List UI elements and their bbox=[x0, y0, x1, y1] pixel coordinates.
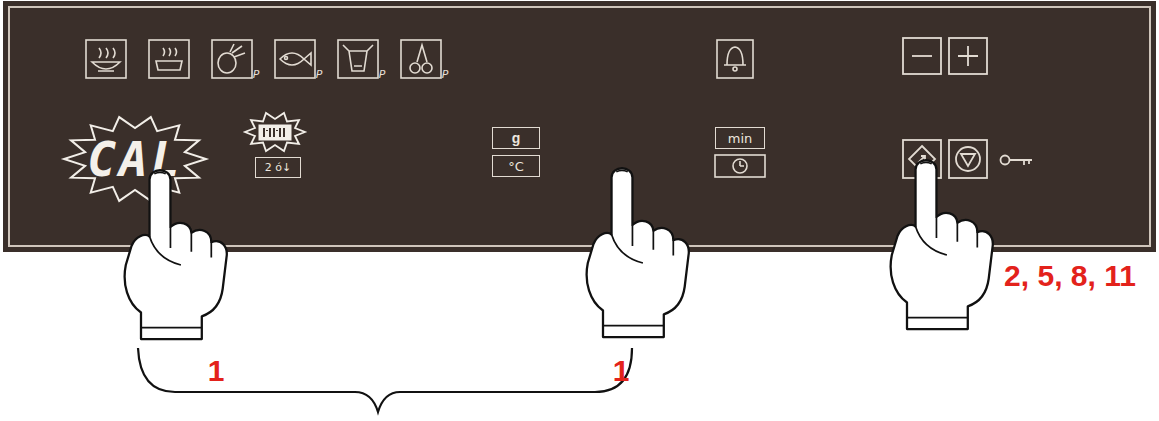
bakery-icon bbox=[401, 40, 441, 78]
clock-button bbox=[740, 161, 744, 166]
panel-face bbox=[3, 1, 1156, 252]
bakery-icon bbox=[410, 63, 420, 73]
display-segments bbox=[264, 128, 284, 137]
program-icon bbox=[86, 40, 441, 78]
timer-button bbox=[717, 40, 753, 78]
pointing-hand bbox=[125, 170, 227, 339]
soup-icon bbox=[86, 40, 126, 78]
key-symbol bbox=[1010, 160, 1032, 165]
unit-key: min bbox=[715, 127, 765, 149]
fish-icon bbox=[275, 40, 315, 78]
mini-display bbox=[259, 125, 291, 140]
program-marker: P bbox=[253, 68, 260, 81]
clock-button bbox=[715, 155, 765, 177]
start-stop-button bbox=[961, 154, 975, 166]
pointing-hand bbox=[587, 168, 689, 337]
node-text: 2 ó↓ bbox=[265, 161, 291, 174]
minus-plus-button bbox=[903, 38, 987, 74]
timer-button bbox=[733, 67, 737, 71]
panel-border bbox=[9, 7, 1150, 246]
key-symbol bbox=[1001, 156, 1010, 165]
minus-plus-button bbox=[958, 46, 978, 66]
meat-icon bbox=[338, 40, 378, 78]
pointing-hand bbox=[891, 160, 993, 329]
timer-button bbox=[717, 40, 753, 78]
unit-key: °C bbox=[492, 155, 540, 177]
unit-key: g bbox=[492, 127, 540, 149]
node-text: min bbox=[728, 131, 753, 146]
vegetable-icon bbox=[212, 40, 252, 78]
minus-plus-button bbox=[912, 55, 932, 57]
weight-key: 2 ó↓ bbox=[255, 157, 301, 178]
node-text: °C bbox=[508, 159, 524, 174]
steam-dish-icon bbox=[156, 48, 182, 70]
program-marker: P bbox=[316, 68, 323, 81]
program-marker: P bbox=[379, 68, 386, 81]
fish-icon bbox=[280, 53, 311, 65]
timer-button bbox=[724, 47, 746, 65]
bakery-icon bbox=[401, 40, 441, 78]
callout-number: 2, 5, 8, 11 bbox=[1004, 259, 1136, 293]
node-text: g bbox=[512, 130, 521, 146]
bakery-icon bbox=[417, 45, 427, 62]
steam-dish-icon bbox=[149, 40, 189, 78]
bakery-icon bbox=[422, 63, 432, 73]
minus-plus-button bbox=[949, 38, 987, 74]
meat-icon bbox=[343, 45, 373, 71]
minus-plus-button bbox=[903, 38, 941, 74]
steam-dish-icon bbox=[149, 40, 189, 78]
starburst-outline bbox=[64, 117, 206, 201]
starburst-outline bbox=[245, 113, 305, 151]
fish-icon bbox=[275, 40, 315, 78]
program-marker: P bbox=[442, 68, 449, 81]
fish-icon bbox=[285, 57, 288, 60]
callout-number: 1 bbox=[208, 354, 225, 388]
soup-icon bbox=[86, 40, 126, 78]
clock-button bbox=[733, 159, 747, 173]
grouping-brace bbox=[138, 348, 632, 412]
soup-icon bbox=[92, 48, 120, 71]
display-readout: CAL bbox=[64, 116, 206, 202]
meat-icon bbox=[338, 40, 378, 78]
key-symbol bbox=[1001, 156, 1033, 166]
vegetable-icon bbox=[218, 53, 236, 73]
callout-number: 1 bbox=[613, 354, 630, 388]
start-stop-button bbox=[956, 147, 980, 171]
start-stop-button bbox=[949, 140, 987, 178]
vegetable-icon bbox=[230, 44, 245, 57]
clock-button bbox=[715, 155, 765, 177]
display-highlight bbox=[245, 113, 305, 151]
vegetable-icon bbox=[212, 40, 252, 78]
